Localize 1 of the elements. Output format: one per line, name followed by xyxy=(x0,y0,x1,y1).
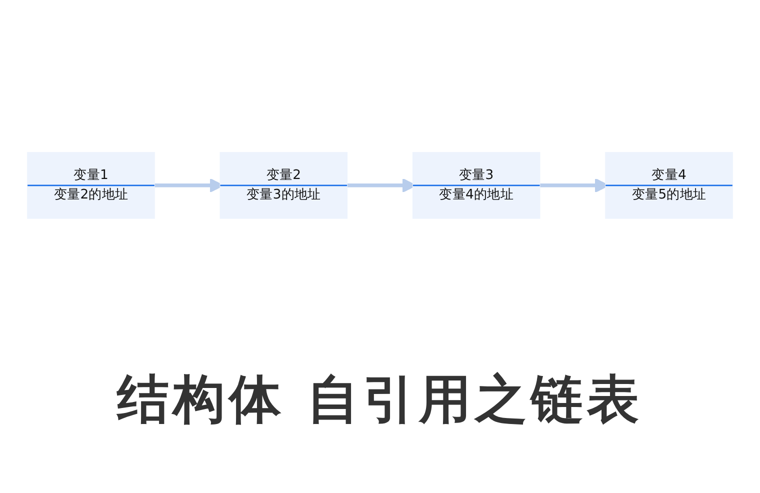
diagram-title: 结构体 自引用之链表 xyxy=(116,368,644,432)
